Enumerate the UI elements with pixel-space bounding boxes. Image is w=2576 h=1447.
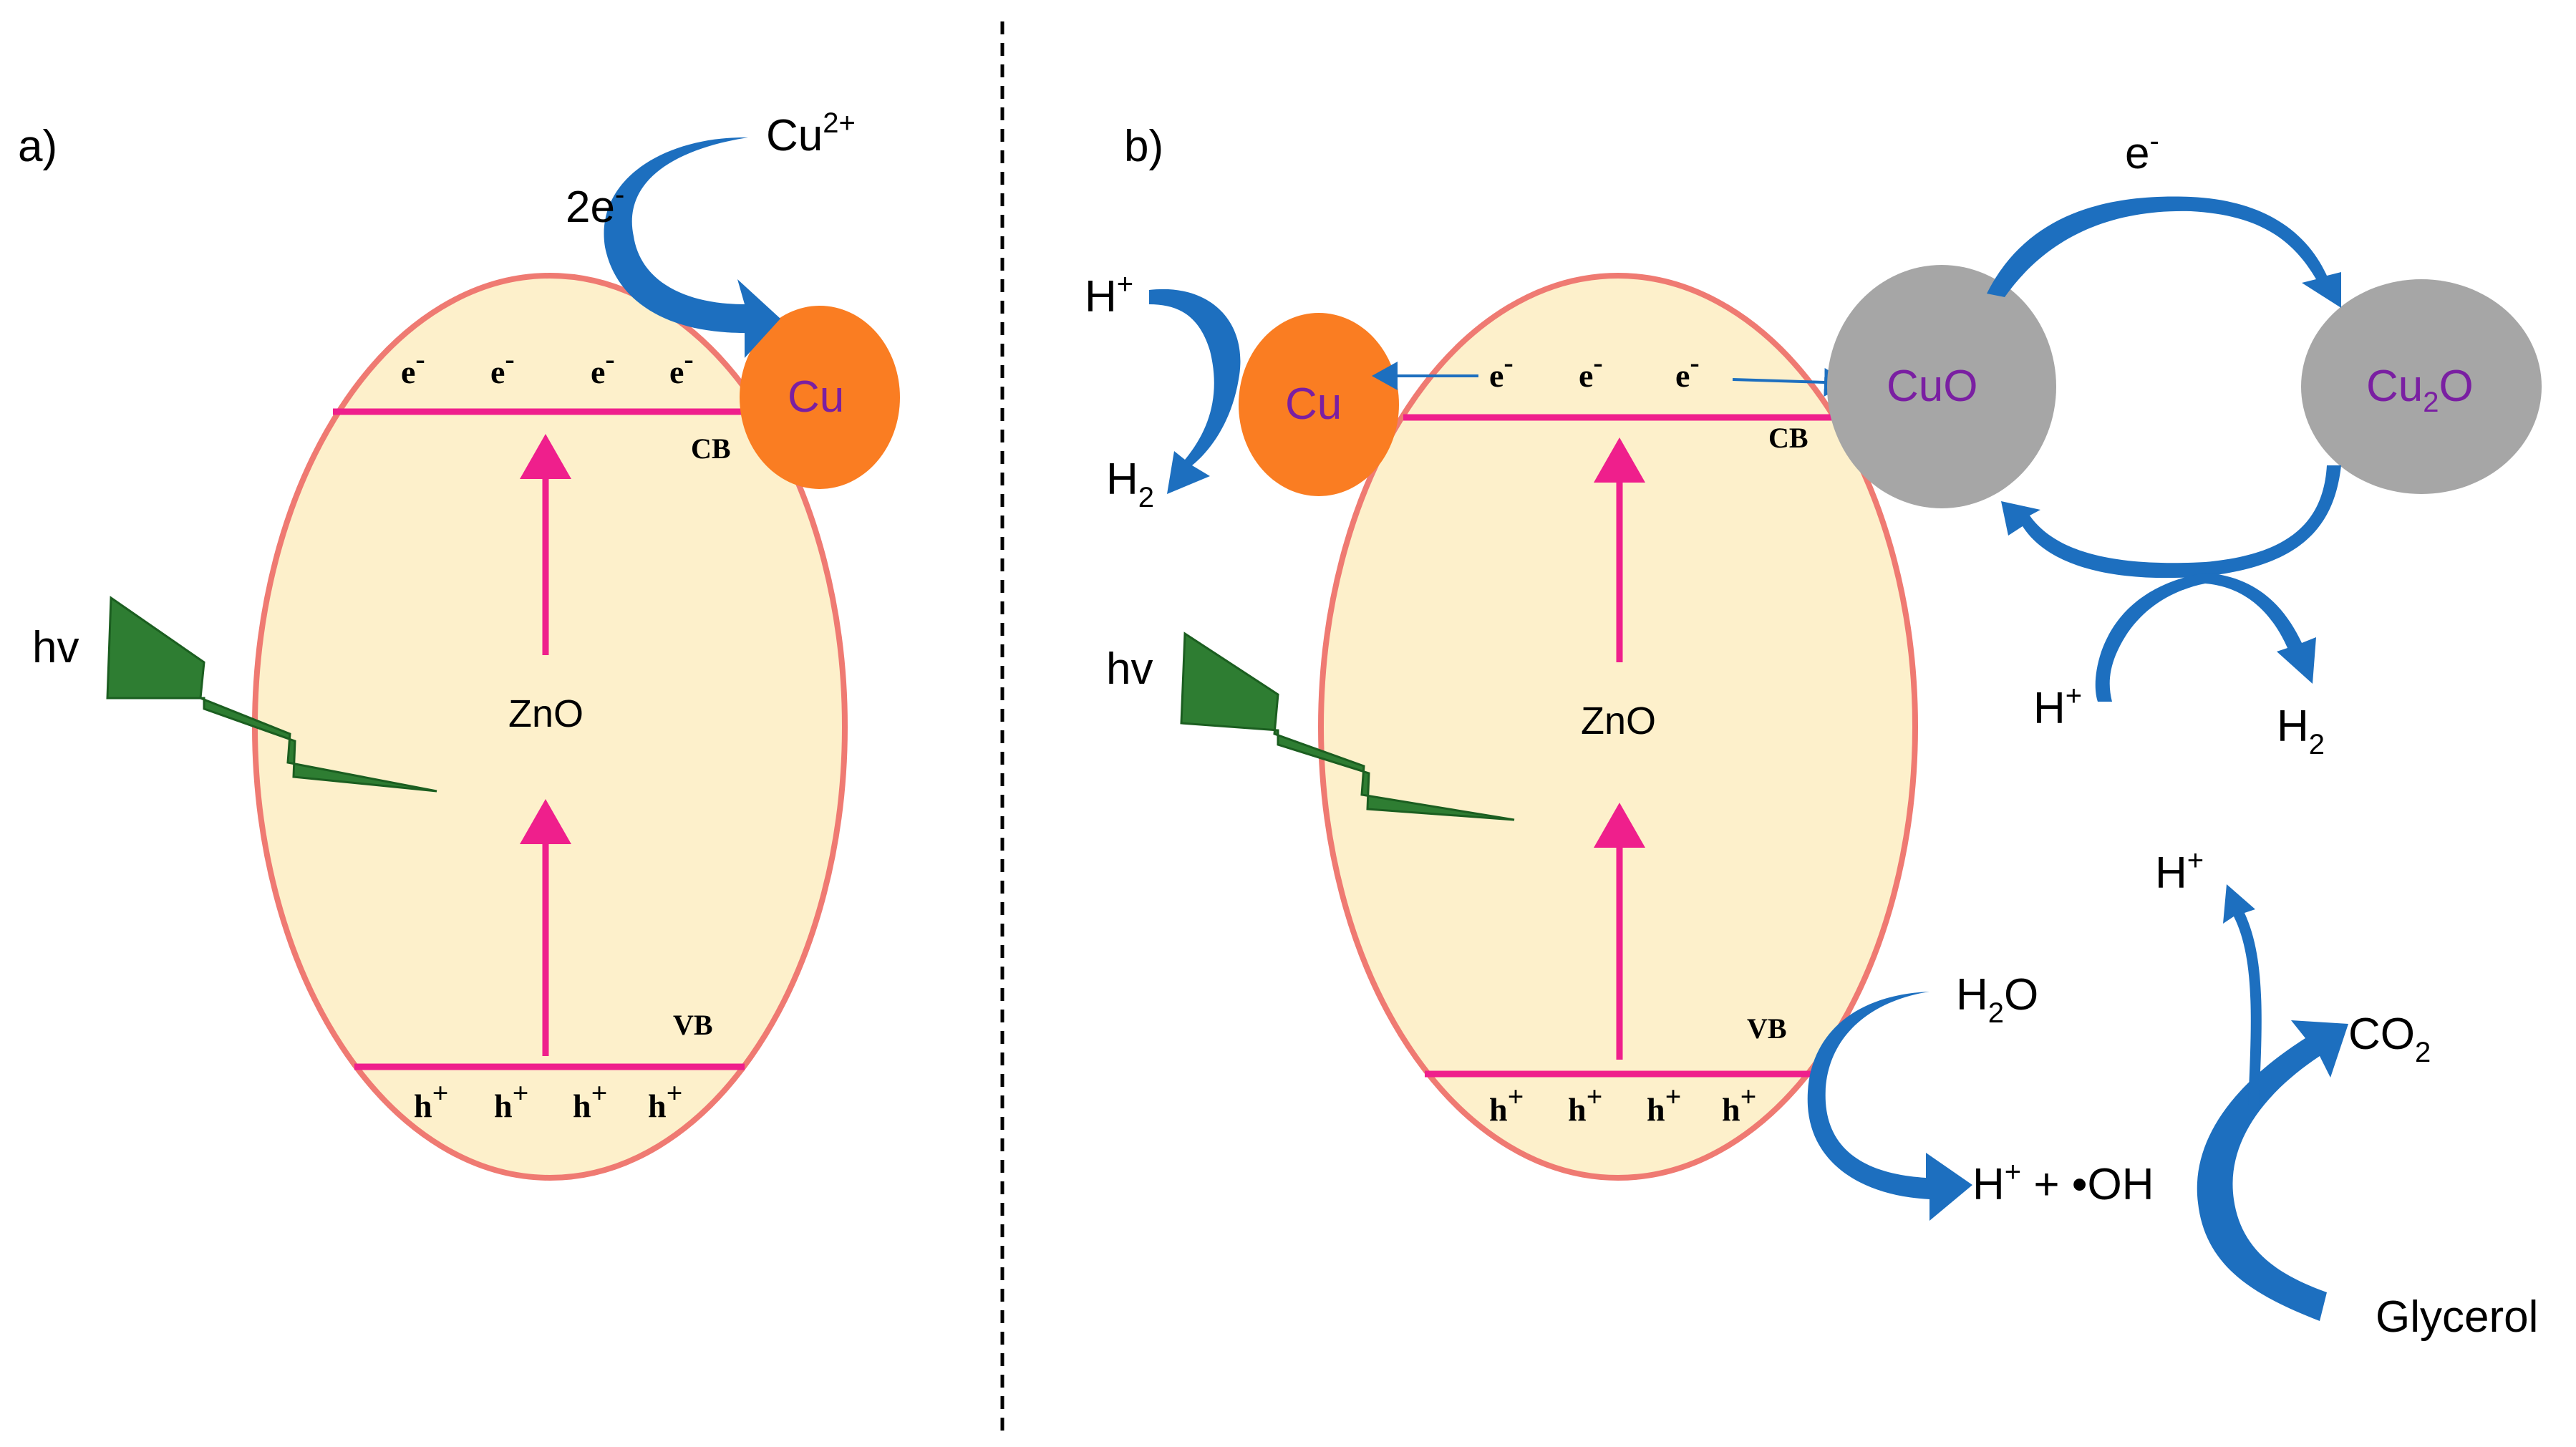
hole: h+: [414, 1077, 448, 1124]
curved-arrow-icon: [1987, 196, 2341, 308]
curved-arrow-icon: [2223, 884, 2262, 1106]
hole: h+: [648, 1077, 682, 1124]
light-label-b: hv: [1106, 644, 1153, 694]
proton-label-cu: H+: [1085, 268, 1133, 321]
hole: h+: [1568, 1080, 1602, 1128]
electron: e-: [669, 343, 694, 390]
oxidation-products-label: H+ + •OH: [1972, 1156, 2154, 1209]
cuo-label: CuO: [1887, 362, 1977, 411]
holes-a: h+ h+ h+ h+: [414, 1077, 682, 1124]
panel-a: a) CB VB e- e- e- e- h+ h+ h+ h+ ZnO hv …: [18, 107, 900, 1181]
cycle-electron-label: e-: [2125, 125, 2159, 178]
cu-label-b: Cu: [1285, 379, 1342, 429]
cu-particle-b: [1239, 313, 1399, 496]
panel-b: b) CB VB e- e- e- h+ h+ h+ h+ ZnO hv Cu …: [1085, 122, 2542, 1342]
vb-label-b: VB: [1747, 1012, 1787, 1045]
electron: e-: [591, 343, 615, 390]
hole: h+: [573, 1077, 607, 1124]
curved-arrow-icon: [2197, 1020, 2348, 1321]
cb-label-a: CB: [691, 432, 731, 465]
hole: h+: [494, 1077, 528, 1124]
electron-transfer-label-a: 2e-: [566, 179, 624, 232]
panel-a-label: a): [18, 122, 57, 171]
zno-particle-b: [1318, 273, 1918, 1181]
curved-arrow-icon: [1807, 992, 1972, 1221]
curved-arrow-icon: [2001, 465, 2341, 579]
hydrogen-label-cu: H2: [1106, 455, 1154, 513]
proton-label-cycle: H+: [2033, 680, 2082, 733]
cu-ion-label-a: Cu2+: [766, 107, 856, 160]
vb-label-a: VB: [673, 1009, 713, 1041]
water-label: H2O: [1956, 970, 2038, 1029]
cu2o-label: Cu2O: [2366, 362, 2474, 418]
curved-arrow-icon: [1149, 289, 1241, 494]
electron: e-: [1675, 347, 1700, 394]
co2-label: CO2: [2348, 1010, 2431, 1068]
zno-label-b: ZnO: [1581, 700, 1656, 742]
curved-arrow-icon: [604, 137, 780, 359]
electron: e-: [1489, 347, 1514, 394]
zno-label-a: ZnO: [508, 692, 584, 735]
panel-b-label: b): [1124, 122, 1163, 171]
cu2o-particle: [2301, 279, 2542, 494]
cu-label-a: Cu: [788, 372, 844, 422]
cuo-particle: [1827, 265, 2056, 508]
proton-label-glycerol: H+: [2155, 845, 2204, 898]
lightning-bolt-icon: [1180, 631, 1515, 821]
curved-arrow-icon: [2095, 573, 2316, 702]
electron: e-: [401, 343, 425, 390]
electrons-b: e- e- e-: [1489, 347, 1700, 394]
electrons-a: e- e- e- e-: [401, 343, 694, 390]
cb-label-b: CB: [1768, 422, 1808, 454]
cu-particle-a: [740, 306, 900, 489]
hole: h+: [1722, 1080, 1756, 1128]
electron: e-: [490, 343, 515, 390]
holes-b: h+ h+ h+ h+: [1489, 1080, 1756, 1128]
light-label-a: hv: [32, 623, 79, 672]
lightning-bolt-icon: [106, 596, 437, 793]
glycerol-label: Glycerol: [2376, 1292, 2538, 1342]
hole: h+: [1647, 1080, 1681, 1128]
hydrogen-label-cycle: H2: [2277, 702, 2325, 760]
hole: h+: [1489, 1080, 1524, 1128]
electron: e-: [1579, 347, 1603, 394]
